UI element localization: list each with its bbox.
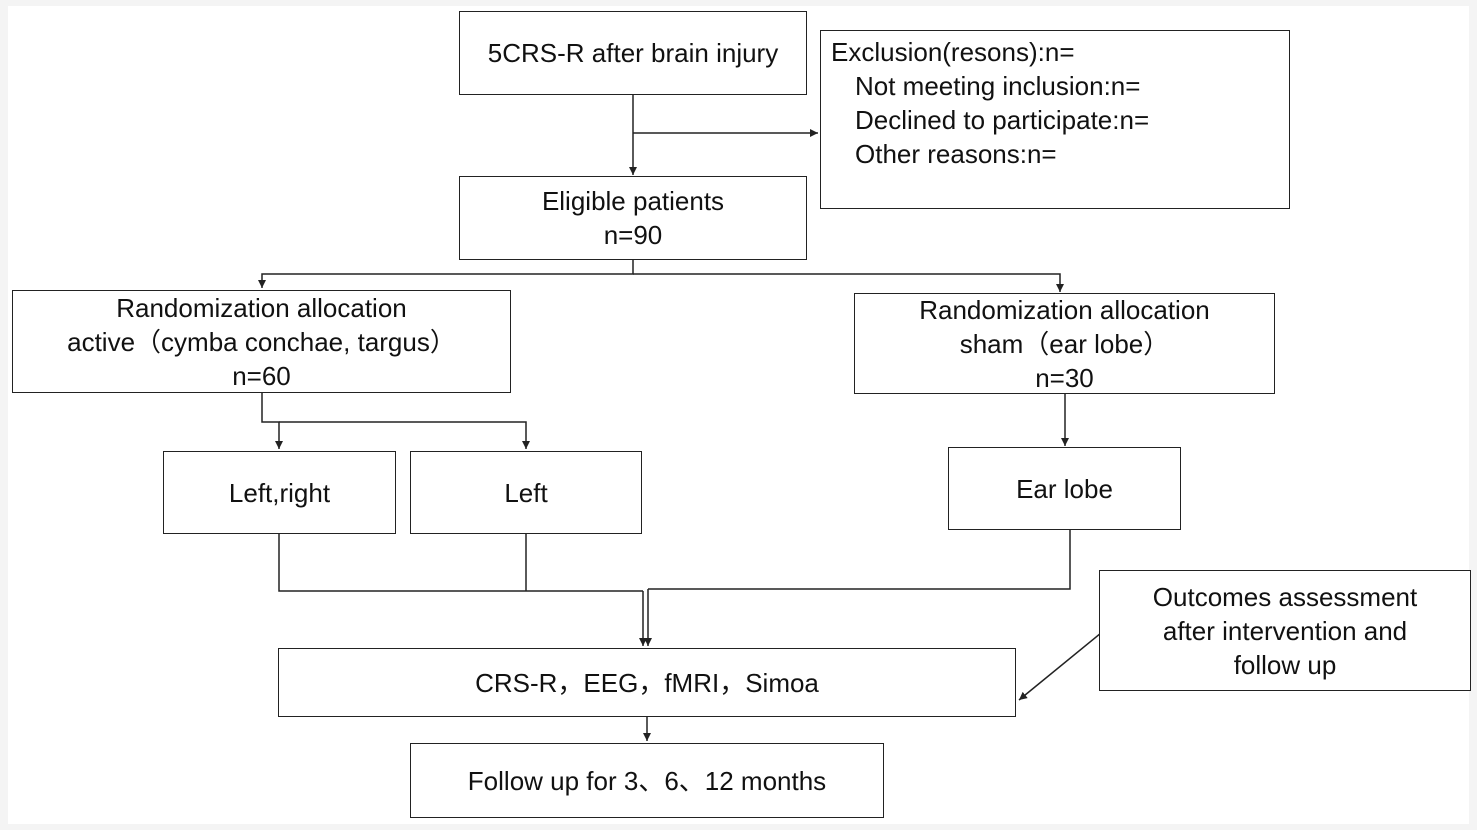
active-sites: active（cymba conchae, targus）	[67, 326, 456, 357]
sham-count: n=30	[1035, 362, 1094, 393]
merge-right	[648, 530, 1071, 590]
active-group-box: Randomization allocation active（cymba co…	[12, 290, 511, 393]
active-branch-left	[261, 393, 283, 449]
split-line	[258, 260, 634, 288]
arrow-outcomes-to-measures	[1018, 632, 1102, 701]
eligible-label: Eligible patients	[541, 186, 725, 216]
exclusion-title: Exclusion(resons):n=	[831, 37, 1075, 67]
sham-label: Randomization allocation	[919, 294, 1210, 325]
split-line-right	[633, 273, 1064, 292]
outcomes-box: Outcomes assessment after intervention a…	[1099, 570, 1471, 691]
exclusion-line: Declined to participate:n=	[855, 105, 1150, 135]
ear-lobe-text: Ear lobe	[1016, 473, 1113, 504]
active-label: Randomization allocation	[116, 292, 407, 323]
merge-left	[278, 534, 643, 592]
followup-box: Follow up for 3、6、12 months	[410, 743, 884, 818]
eligible-box: Eligible patients n=90	[459, 176, 807, 260]
start-box: 5CRS-R after brain injury	[459, 11, 807, 95]
left-right-box: Left,right	[163, 451, 396, 534]
left-box: Left	[410, 451, 642, 534]
sham-group-box: Randomization allocation sham（ear lobe） …	[854, 293, 1275, 394]
outcomes-line: follow up	[1233, 649, 1337, 680]
left-text: Left	[504, 477, 548, 508]
start-text: 5CRS-R after brain injury	[487, 38, 779, 68]
exclusion-line: Other reasons:n=	[855, 139, 1057, 169]
active-branch-right	[279, 421, 530, 449]
exclusion-line: Not meeting inclusion:n=	[855, 71, 1141, 101]
followup-text: Follow up for 3、6、12 months	[467, 765, 827, 796]
exclusion-box: Exclusion(resons):n= Not meeting inclusi…	[820, 30, 1290, 209]
sham-sites: sham（ear lobe）	[959, 328, 1170, 359]
ear-lobe-box: Ear lobe	[948, 447, 1181, 530]
outcomes-line: Outcomes assessment	[1152, 581, 1418, 612]
measures-box: CRS-R，EEG，fMRI，Simoa	[278, 648, 1016, 717]
measures-text: CRS-R，EEG，fMRI，Simoa	[475, 667, 819, 698]
left-right-text: Left,right	[228, 477, 331, 508]
eligible-count: n=90	[603, 220, 663, 250]
active-count: n=60	[232, 360, 291, 391]
outcomes-line: after intervention and	[1162, 615, 1408, 646]
